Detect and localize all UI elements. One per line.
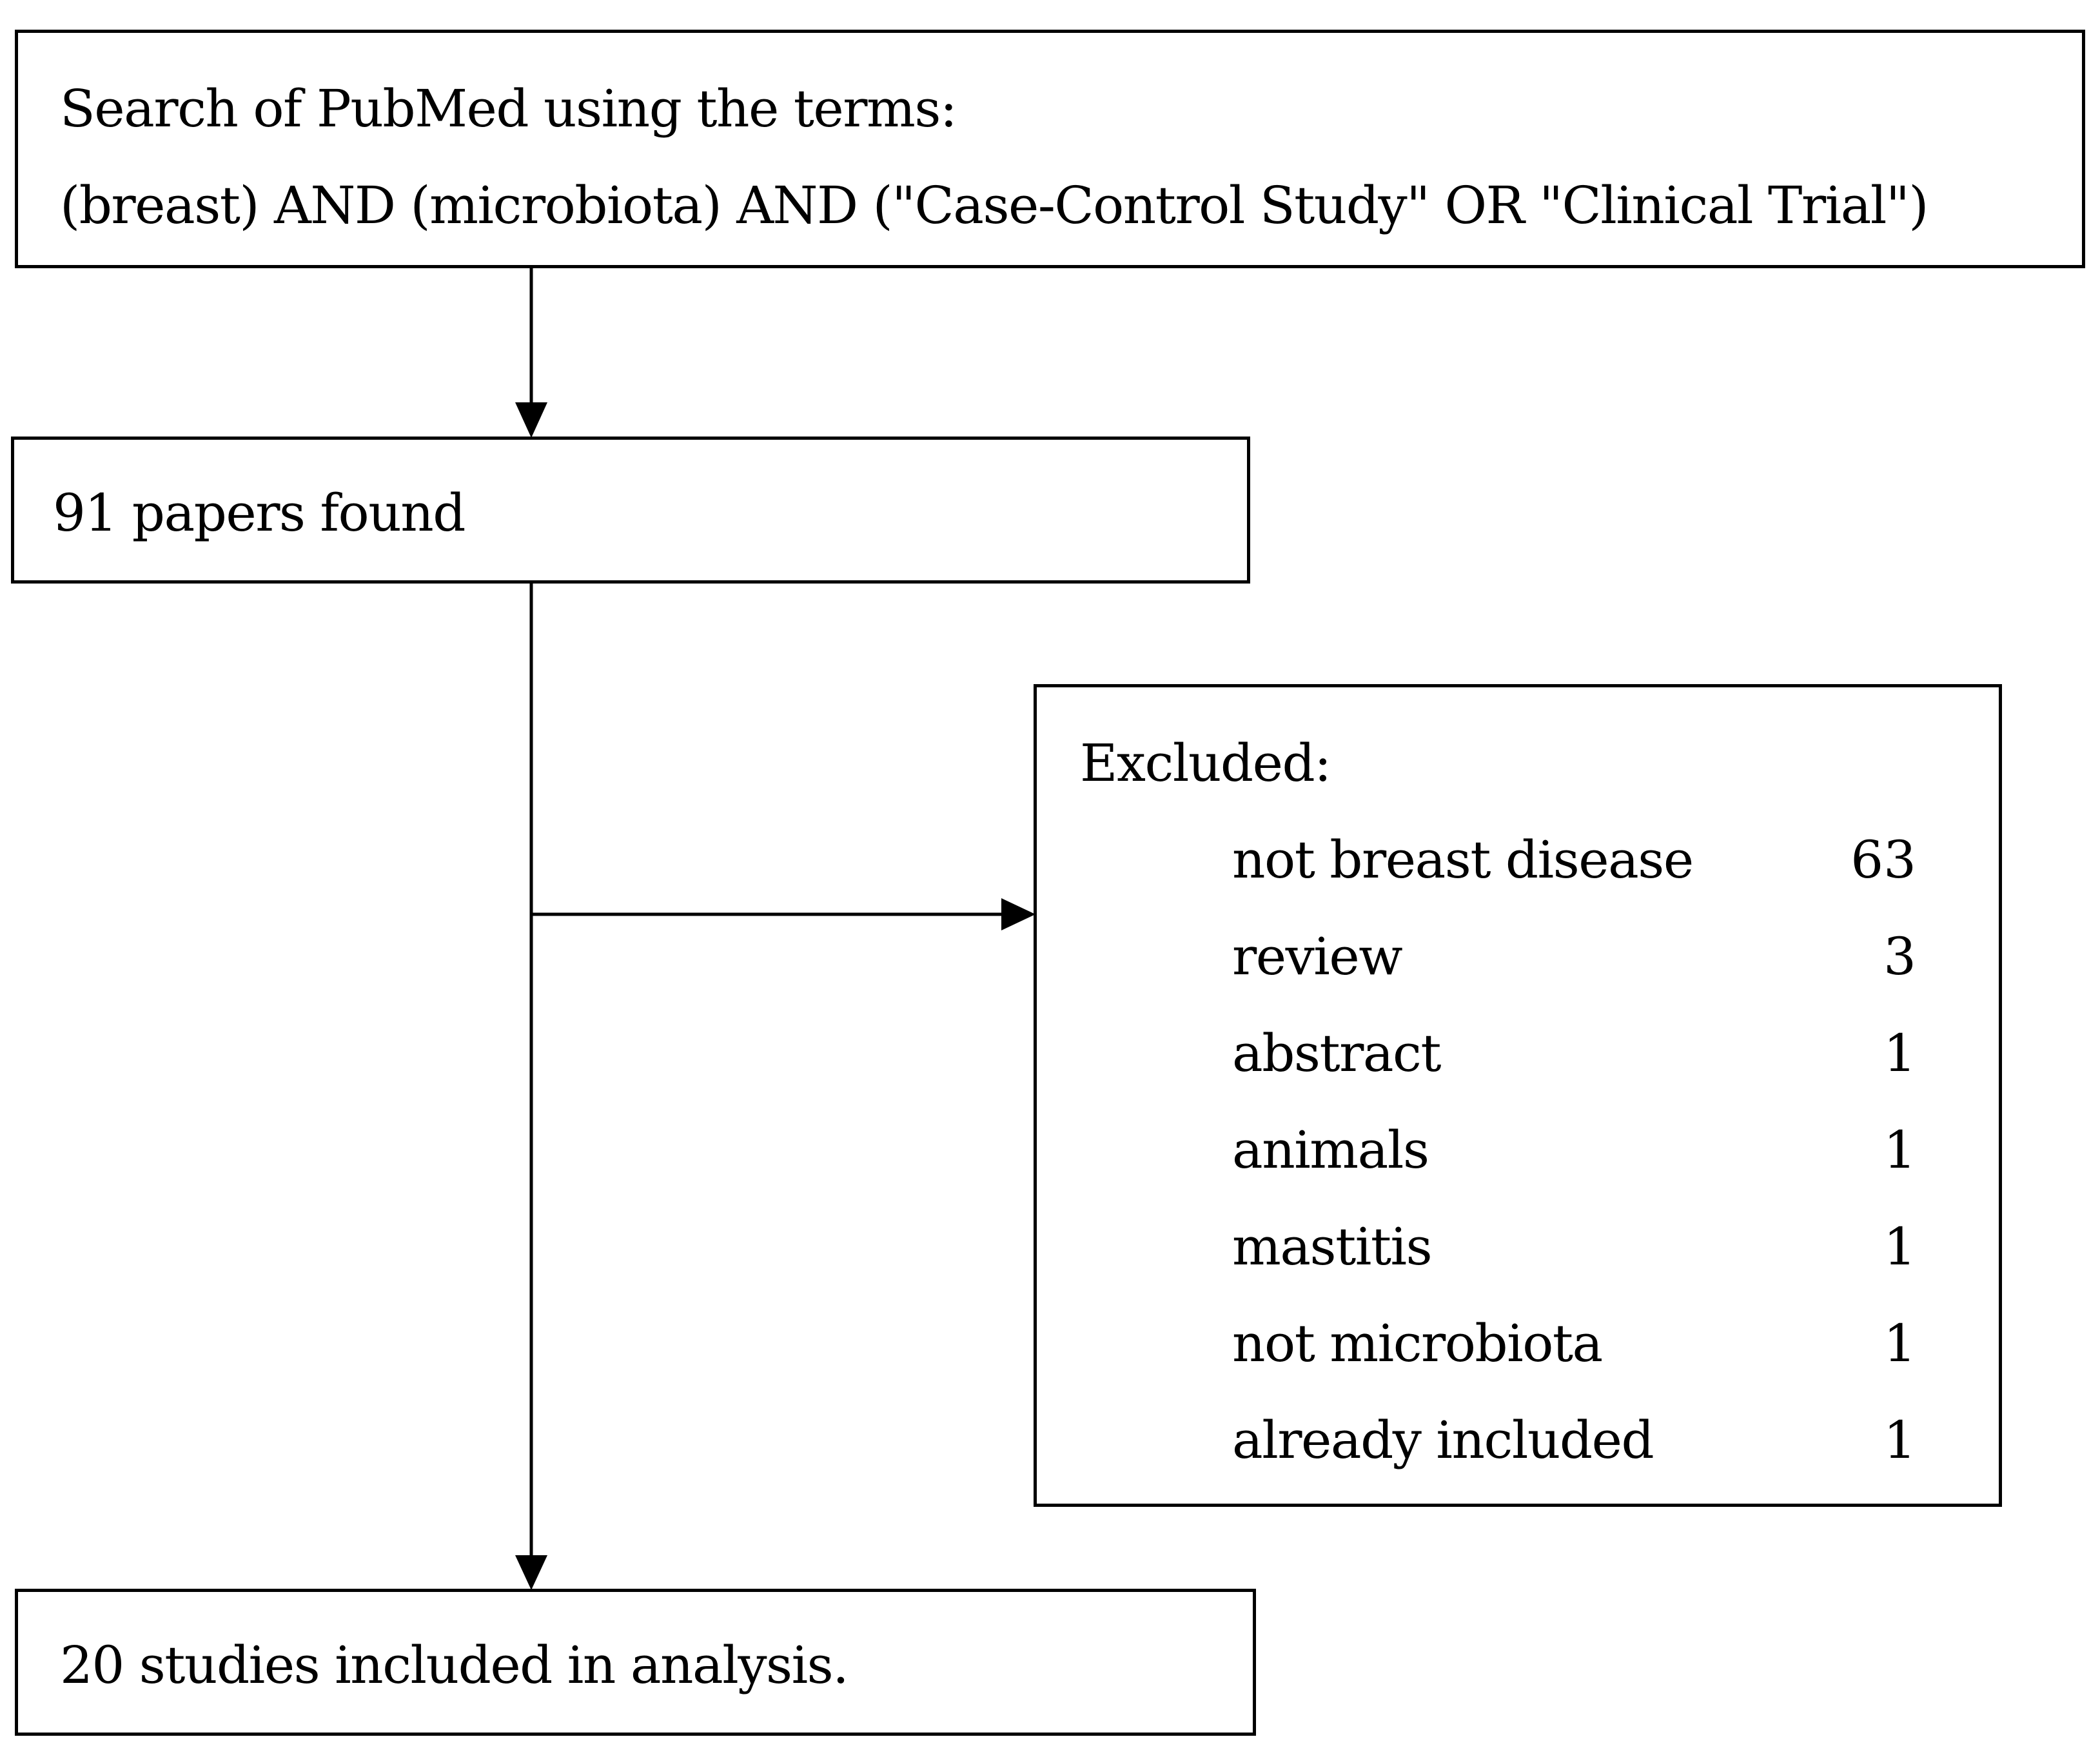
excluded-reason: not breast disease [1232, 830, 1694, 890]
search-terms-heading: Search of PubMed using the terms: [60, 79, 957, 139]
excluded-reason: not microbiota [1232, 1313, 1603, 1373]
papers-found-text: 91 papers found [53, 483, 466, 543]
excluded-count: 63 [1850, 830, 1916, 890]
excluded-row: not breast disease 63 [1037, 834, 1999, 892]
search-terms-box: Search of PubMed using the terms: (breas… [15, 30, 2085, 268]
excluded-row: not microbiota 1 [1037, 1318, 1999, 1376]
excluded-count: 1 [1883, 1023, 1916, 1083]
excluded-row: already included 1 [1037, 1415, 1999, 1473]
arrow-to-result-head [515, 1555, 547, 1590]
excluded-reason: review [1232, 927, 1403, 987]
excluded-count: 1 [1883, 1410, 1916, 1470]
excluded-box: Excluded: not breast disease 63 review 3… [1034, 684, 2002, 1507]
excluded-reason: mastitis [1232, 1217, 1433, 1277]
excluded-count: 3 [1883, 927, 1916, 987]
excluded-row: abstract 1 [1037, 1028, 1999, 1086]
arrow-search-to-found-head [515, 402, 547, 438]
studies-included-box: 20 studies included in analysis. [15, 1589, 1256, 1736]
excluded-count: 1 [1883, 1313, 1916, 1373]
papers-found-box: 91 papers found [11, 437, 1250, 584]
excluded-row: review 3 [1037, 931, 1999, 989]
excluded-reason: abstract [1232, 1023, 1442, 1083]
excluded-reason: animals [1232, 1120, 1429, 1180]
arrow-to-excluded-head [1001, 898, 1035, 930]
excluded-count: 1 [1883, 1217, 1916, 1277]
excluded-count: 1 [1883, 1120, 1916, 1180]
search-query: (breast) AND (microbiota) AND ("Case-Con… [60, 175, 1929, 235]
excluded-title: Excluded: [1080, 733, 1331, 793]
excluded-row: mastitis 1 [1037, 1221, 1999, 1279]
excluded-row: animals 1 [1037, 1124, 1999, 1183]
excluded-reason: already included [1232, 1410, 1654, 1470]
studies-included-text: 20 studies included in analysis. [60, 1635, 849, 1695]
